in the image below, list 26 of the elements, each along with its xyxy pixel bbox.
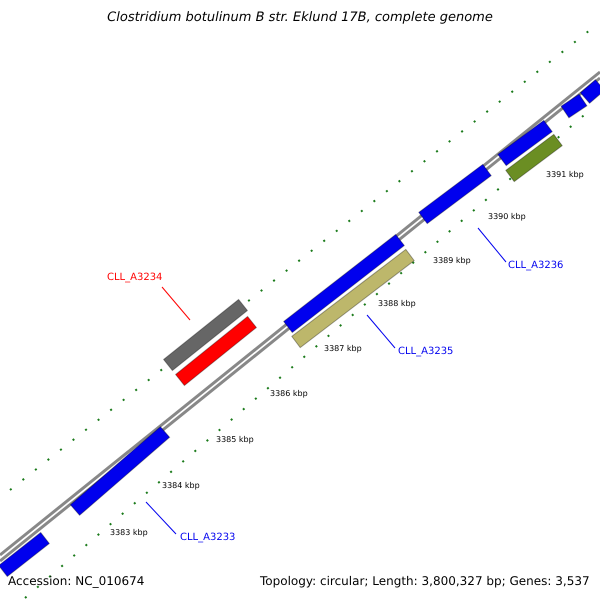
gene-block [580, 79, 600, 104]
gene-label: CLL_A3233 [180, 532, 236, 543]
leader-line [366, 314, 396, 348]
tick-label: 3387 kbp [324, 344, 362, 353]
title: Clostridium botulinum B str. Eklund 17B, complete genome [107, 10, 493, 25]
gene-block [560, 94, 588, 118]
genome-stats-text: Topology: circular; Length: 3,800,327 bp; Genes: 3,537 [260, 574, 590, 588]
leader-line [162, 286, 190, 320]
leader-line [146, 502, 176, 534]
leader-line [478, 228, 506, 262]
tick-label: 3390 kbp [488, 212, 526, 221]
tick-label: 3386 kbp [270, 389, 308, 398]
tick-label: 3385 kbp [216, 435, 254, 444]
gene-label: CLL_A3235 [398, 346, 454, 357]
tick-label: 3389 kbp [433, 256, 471, 265]
gene-block [174, 316, 258, 386]
tick-label: 3384 kbp [162, 481, 200, 490]
gene-block [0, 532, 50, 578]
gene-block [162, 298, 248, 372]
accession-text: Accession: NC_010674 [8, 574, 144, 588]
tick-label: 3388 kbp [378, 299, 416, 308]
tick-label: 3383 kbp [110, 528, 148, 537]
tick-label: 3391 kbp [546, 170, 584, 179]
gene-label: CLL_A3236 [508, 260, 564, 271]
gene-label: CLL_A3234 [107, 272, 162, 283]
gene-block [497, 120, 553, 166]
